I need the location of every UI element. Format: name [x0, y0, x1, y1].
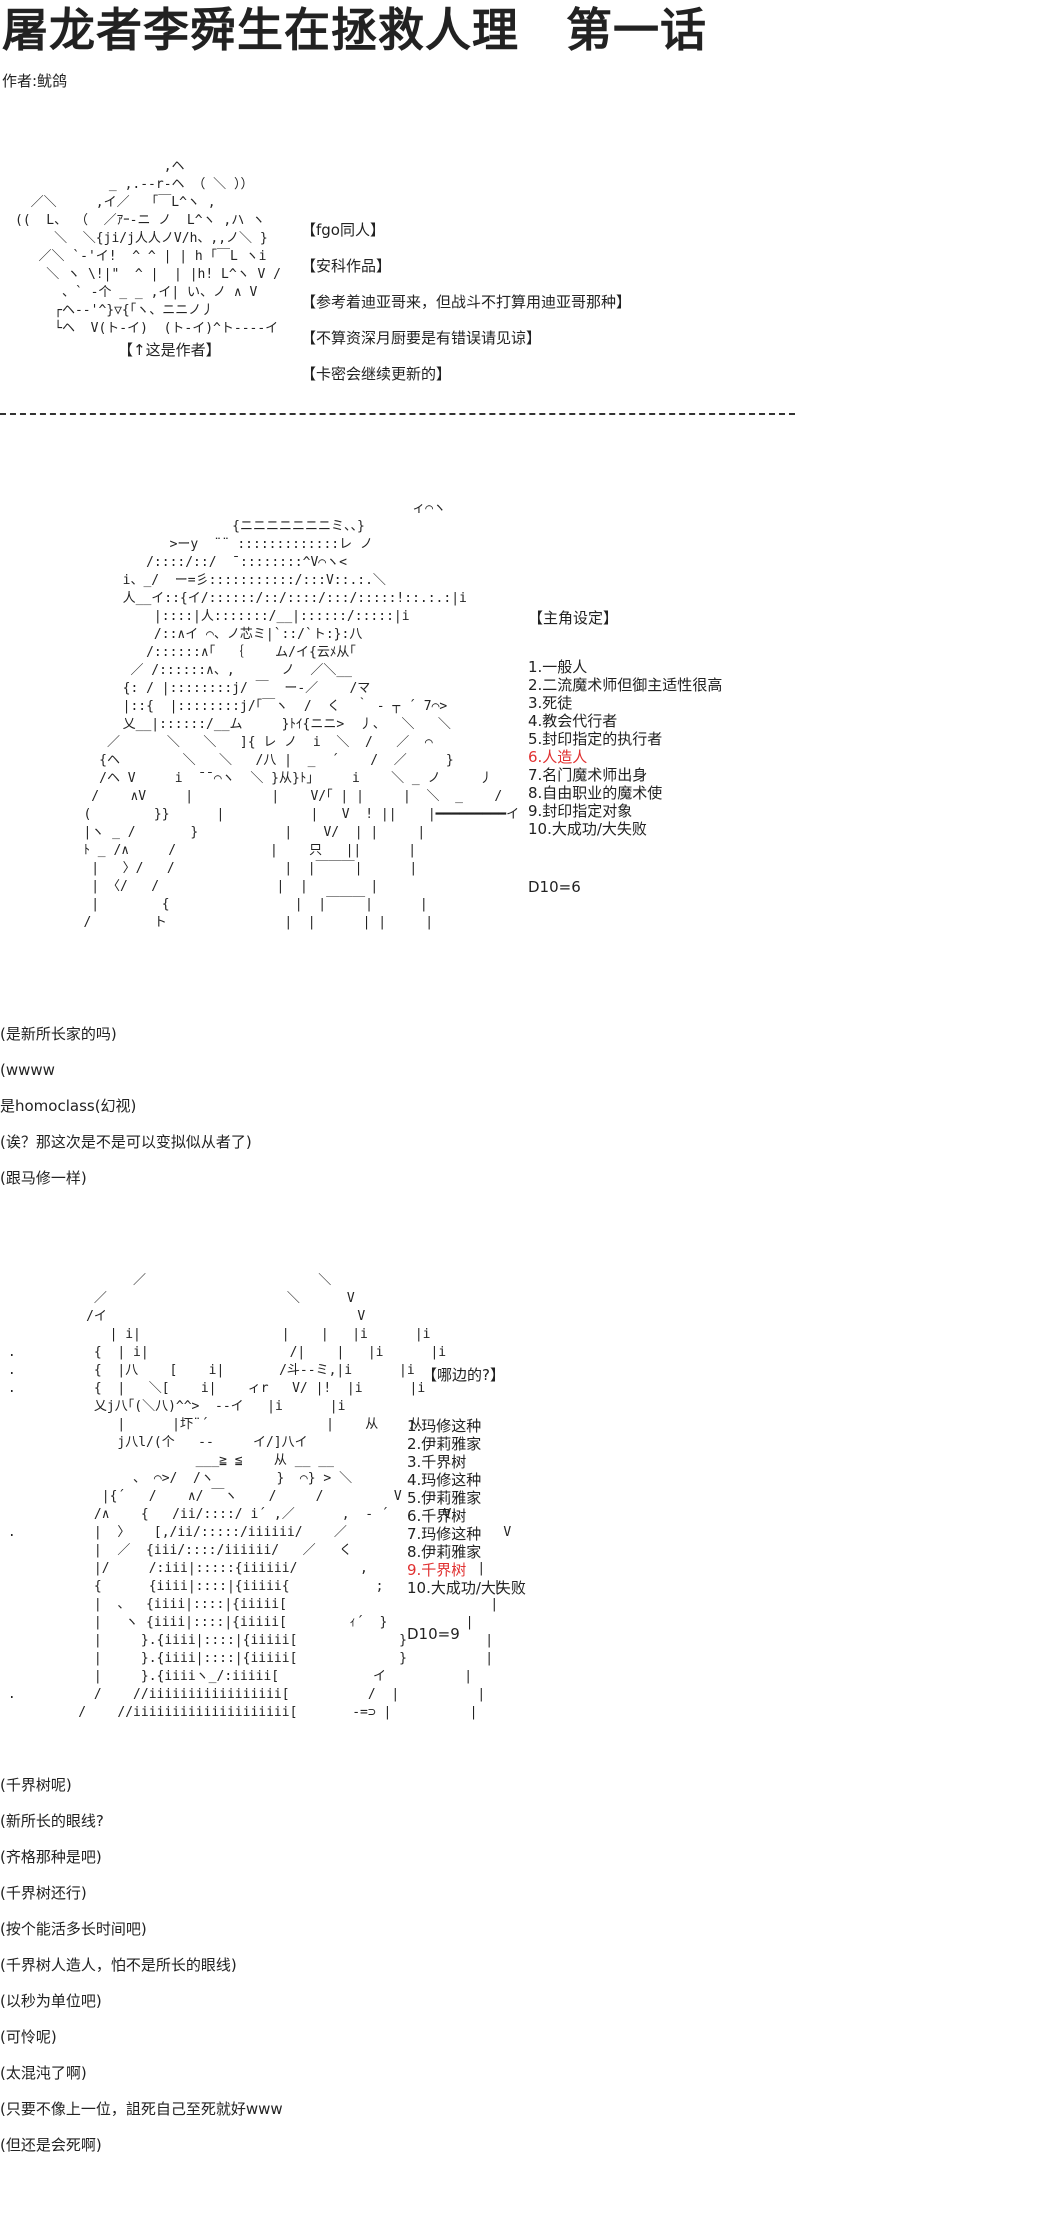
option-item: 6.千界树	[407, 1507, 467, 1525]
comment-line: (跟马修一样)	[0, 1169, 87, 1187]
author-ascii-art: ,ヘ _ ,.--r‐ヘ （ ＼ ）） ／＼ ,イ／ 「￣L^ヽ , (( L、…	[15, 159, 281, 336]
which-side-panel: 【哪边的?】 1.玛修这种 2.伊莉雅家 3.千界树 4.玛修这种 5.伊莉雅家…	[407, 1364, 526, 1643]
comment-list: (是新所长家的吗) (wwww 是homoclass(幻视) (诶？那这次是不是…	[0, 1016, 252, 1196]
option-item: 8.自由职业的魔术使	[528, 784, 663, 802]
option-item-selected: 6.人造人	[528, 748, 588, 766]
character-ascii-art: ィ⌒ヽ {ニニニニニニニミ、、} >ーy ¨¨ :::::::::::::レ ノ…	[83, 501, 520, 930]
panel-heading: 【哪边的?】	[422, 1366, 505, 1384]
option-item: 8.伊莉雅家	[407, 1543, 482, 1561]
option-item: 4.教会代行者	[528, 712, 618, 730]
option-item: 7.玛修这种	[407, 1525, 482, 1543]
option-item-selected: 9.千界树	[407, 1561, 467, 1579]
chapter-title: 屠龙者李舜生在拯救人理 第一话	[2, 3, 707, 57]
comment-line: (齐格那种是吧)	[0, 1848, 102, 1866]
comment-line: (wwww	[0, 1061, 55, 1079]
comment-line: (千界树还行)	[0, 1884, 87, 1902]
option-item: 3.死徒	[528, 694, 573, 712]
option-item: 10.大成功/大失败	[528, 820, 647, 838]
option-item: 5.伊莉雅家	[407, 1489, 482, 1507]
comment-line: (千界树人造人，怕不是所长的眼线)	[0, 1956, 237, 1974]
option-item: 2.伊莉雅家	[407, 1435, 482, 1453]
option-item: 4.玛修这种	[407, 1471, 482, 1489]
comment-line: (只要不像上一位，詛死自己至死就好www	[0, 2100, 283, 2118]
tag-item: 【卡密会继续更新的】	[301, 365, 452, 383]
section-divider	[0, 413, 795, 415]
comment-line: (新所长的眼线?	[0, 1812, 104, 1830]
tag-item: 【安科作品】	[301, 257, 392, 275]
comment-line: (太混沌了啊)	[0, 2064, 87, 2082]
comment-line: (是新所长家的吗)	[0, 1025, 117, 1043]
option-item: 2.二流魔术师但御主适性很高	[528, 676, 723, 694]
comment-line: (诶？那这次是不是可以变拟似从者了)	[0, 1133, 252, 1151]
dice-roll-result: D10=9	[407, 1625, 460, 1643]
comment-line: (可怜呢)	[0, 2028, 57, 2046]
comment-line: (千界树呢)	[0, 1776, 72, 1794]
option-item: 10.大成功/大失败	[407, 1579, 526, 1597]
tag-item: 【参考着迪亚哥来，但战斗不打算用迪亚哥那种】	[301, 293, 632, 311]
option-item: 1.一般人	[528, 658, 588, 676]
option-item: 7.名门魔术师出身	[528, 766, 648, 784]
option-item: 9.封印指定对象	[528, 802, 633, 820]
tag-item: 【fgo同人】	[301, 221, 385, 239]
option-item: 1.玛修这种	[407, 1417, 482, 1435]
comment-line: 是homoclass(幻视)	[0, 1097, 137, 1115]
comment-line: (以秒为单位吧)	[0, 1992, 102, 2010]
author-caption: 【↑这是作者】	[118, 341, 221, 359]
option-item: 5.封印指定的执行者	[528, 730, 663, 748]
panel-heading: 【主角设定】	[528, 609, 619, 627]
character2-ascii-art: ／ ＼ ／ ＼ V /イ V | i| | | |i |i . { | i|	[7, 1273, 512, 1720]
dice-roll-result: D10=6	[528, 878, 581, 896]
tag-item: 【不算资深月厨要是有错误请见谅】	[301, 329, 542, 347]
tag-list: 【fgo同人】 【安科作品】 【参考着迪亚哥来，但战斗不打算用迪亚哥那种】 【不…	[301, 212, 631, 392]
comment-line: (但还是会死啊)	[0, 2136, 102, 2154]
comment-list: (千界树呢) (新所长的眼线? (齐格那种是吧) (千界树还行) (按个能活多长…	[0, 1767, 283, 2163]
author-line: 作者:鱿鸽	[2, 72, 68, 90]
protagonist-setting-panel: 【主角设定】 1.一般人 2.二流魔术师但御主适性很高 3.死徒 4.教会代行者…	[528, 607, 722, 896]
comment-line: (按个能活多长时间吧)	[0, 1920, 147, 1938]
option-item: 3.千界树	[407, 1453, 467, 1471]
